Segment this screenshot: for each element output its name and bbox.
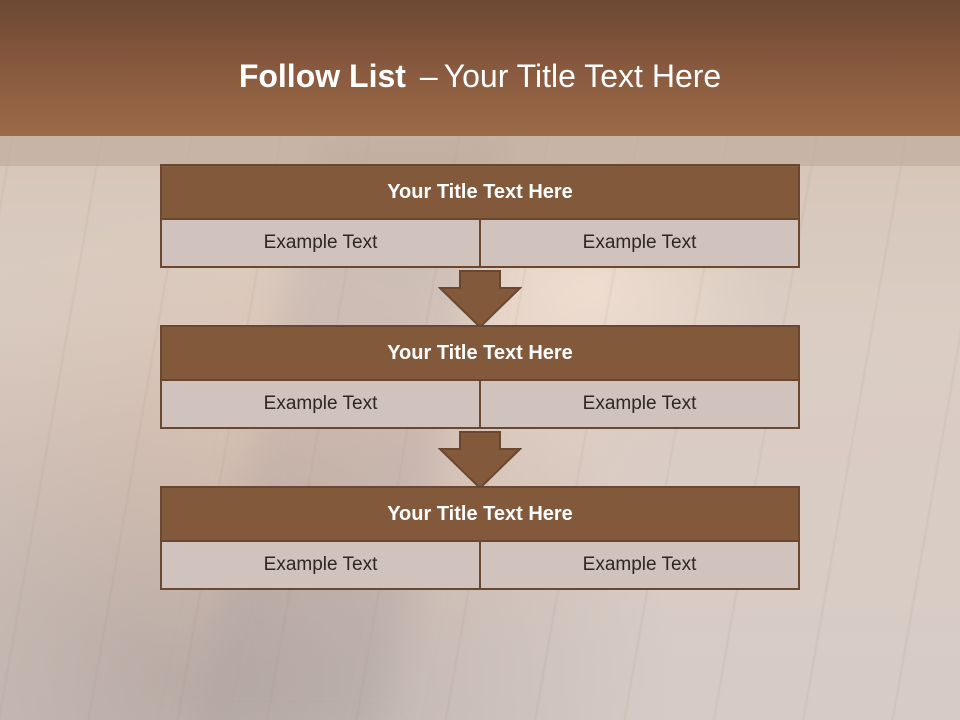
header-bar <box>0 0 960 136</box>
step-row: Example Text Example Text <box>160 381 800 429</box>
step-cell-right: Example Text <box>479 542 800 590</box>
step-cell-left: Example Text <box>160 542 479 590</box>
down-arrow-icon <box>438 431 522 489</box>
step-cell-left: Example Text <box>160 220 479 268</box>
step-title: Your Title Text Here <box>160 164 800 220</box>
step-cell-right: Example Text <box>479 381 800 429</box>
step-box-1: Your Title Text Here Example Text Exampl… <box>160 164 800 268</box>
title-subtitle: Your Title Text Here <box>443 58 722 94</box>
down-arrow-icon <box>438 270 522 328</box>
header-band <box>0 136 960 166</box>
title-separator: – <box>419 58 438 94</box>
step-box-2: Your Title Text Here Example Text Exampl… <box>160 325 800 429</box>
step-box-3: Your Title Text Here Example Text Exampl… <box>160 486 800 590</box>
title-main: Follow List <box>238 58 406 94</box>
step-row: Example Text Example Text <box>160 220 800 268</box>
slide-title: Follow List–Your Title Text Here <box>0 56 960 96</box>
step-cell-right: Example Text <box>479 220 800 268</box>
step-row: Example Text Example Text <box>160 542 800 590</box>
step-title: Your Title Text Here <box>160 325 800 381</box>
step-cell-left: Example Text <box>160 381 479 429</box>
step-title: Your Title Text Here <box>160 486 800 542</box>
